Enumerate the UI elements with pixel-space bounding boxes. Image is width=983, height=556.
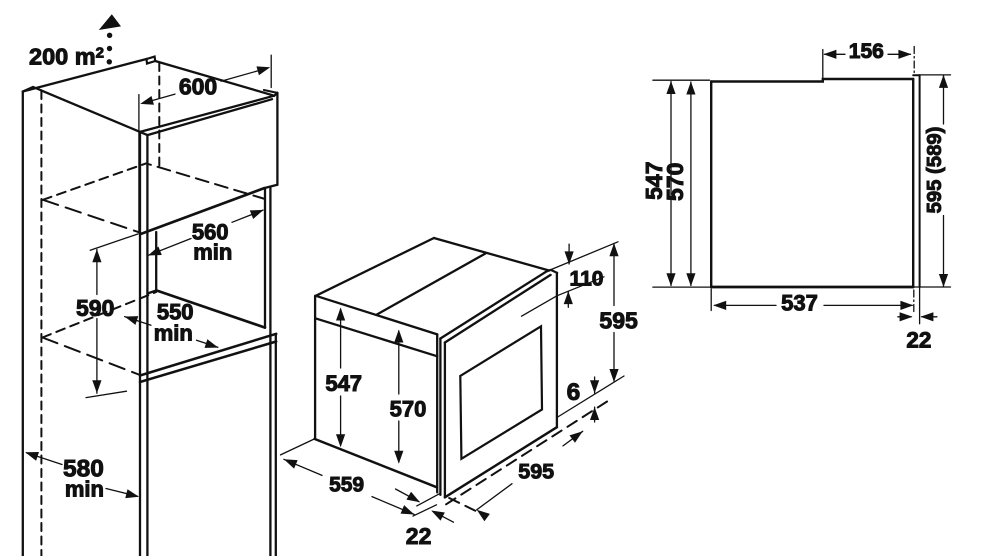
- svg-text:min: min: [193, 239, 232, 264]
- svg-text:570: 570: [390, 397, 427, 422]
- svg-text:590: 590: [76, 295, 114, 321]
- svg-text:547: 547: [325, 371, 362, 396]
- svg-text:110: 110: [570, 268, 604, 291]
- svg-text:559: 559: [329, 473, 364, 496]
- svg-text:595 (589): 595 (589): [924, 127, 946, 214]
- svg-text:570: 570: [662, 163, 688, 201]
- svg-text:6: 6: [567, 379, 581, 406]
- svg-text:22: 22: [406, 523, 432, 549]
- svg-text:580: 580: [63, 455, 104, 482]
- svg-text:200 m2: 200 m2: [29, 43, 104, 69]
- svg-text:550: 550: [157, 299, 194, 324]
- svg-text:min: min: [65, 477, 104, 502]
- svg-text:537: 537: [781, 291, 818, 316]
- svg-text:595: 595: [518, 460, 554, 484]
- svg-text:22: 22: [906, 327, 931, 352]
- svg-text:600: 600: [179, 73, 217, 99]
- svg-text:560: 560: [192, 220, 229, 245]
- svg-text:156: 156: [849, 40, 884, 63]
- svg-text:547: 547: [641, 162, 667, 200]
- svg-text:min: min: [154, 321, 193, 346]
- svg-text:595: 595: [599, 307, 638, 333]
